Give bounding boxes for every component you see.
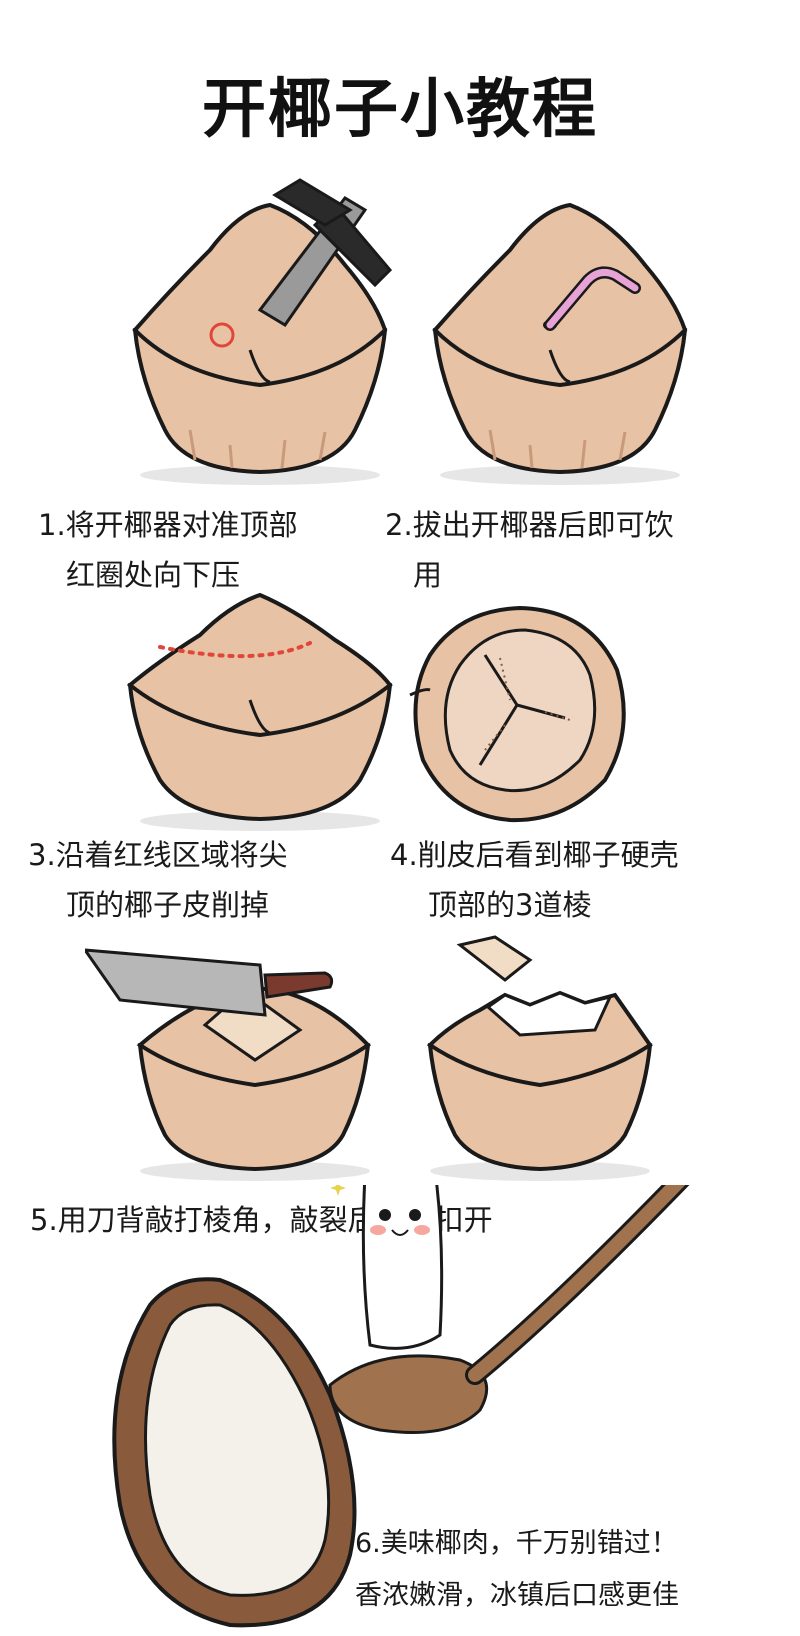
- step3-illustration: [126, 592, 393, 831]
- step1-line1: 1.将开椰器对准顶部: [38, 508, 298, 542]
- step6-illustration: [112, 1185, 690, 1628]
- page-title: 开椰子小教程: [202, 73, 598, 147]
- step4-illustration: [409, 605, 626, 823]
- step3-line1: 3.沿着红线区域将尖: [28, 838, 288, 872]
- step1-caption: 1.将开椰器对准顶部 红圈处向下压: [38, 500, 298, 600]
- step1-line2: 红圈处向下压: [66, 558, 241, 592]
- step5-illustration-right: [426, 935, 653, 1181]
- opener-tool-icon: [257, 178, 393, 328]
- step2-caption: 2.拔出开椰器后即可饮 用: [385, 500, 674, 600]
- step4-caption: 4.削皮后看到椰子硬壳 顶部的3道棱: [390, 830, 679, 930]
- step5-illustration-left: [85, 948, 372, 1181]
- knife-icon: [85, 948, 334, 1017]
- step4-line1: 4.削皮后看到椰子硬壳: [390, 838, 679, 872]
- step6-caption: 6.美味椰肉，千万别错过！ 香浓嫩滑，冰镇后口感更佳: [355, 1518, 679, 1622]
- step2-line2: 用: [413, 558, 443, 592]
- step4-line2: 顶部的3道棱: [428, 888, 592, 922]
- straw-icon: [544, 266, 641, 331]
- step6-line2: 香浓嫩滑，冰镇后口感更佳: [355, 1580, 679, 1611]
- sparkle-icon: [330, 1185, 346, 1196]
- step6-line1: 6.美味椰肉，千万别错过！: [355, 1528, 678, 1559]
- step2-illustration: [432, 202, 688, 485]
- spoon-icon: [328, 1185, 690, 1434]
- step3-caption: 3.沿着红线区域将尖 顶的椰子皮削掉: [28, 830, 288, 930]
- step1-illustration: [132, 178, 393, 485]
- step2-line1: 2.拔出开椰器后即可饮: [385, 508, 674, 542]
- step3-line2: 顶的椰子皮削掉: [66, 888, 270, 922]
